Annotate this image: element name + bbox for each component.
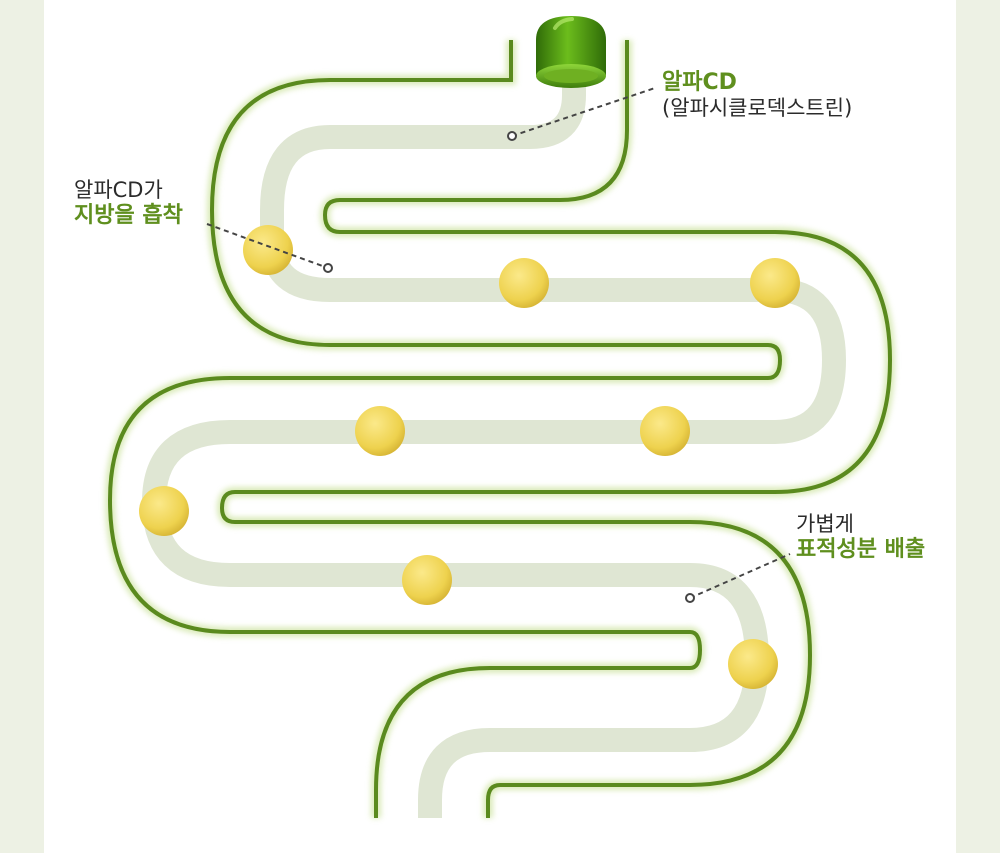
- fat-balls: [139, 225, 800, 689]
- absorb-line1: 알파CD가: [74, 178, 163, 202]
- fat-ball: [402, 555, 452, 605]
- excrete-line2: 표적성분 배출: [796, 537, 926, 563]
- alpha-cd-label: 알파CD (알파시클로덱스트린): [662, 70, 852, 122]
- intestine-outer-wall: [107, 40, 783, 818]
- absorb-label: 알파CD가 지방을 흡착: [74, 178, 183, 230]
- alpha-cd-capsule: [536, 16, 606, 88]
- fat-ball: [355, 406, 405, 456]
- excrete-line1: 가볍게: [796, 512, 854, 536]
- leader-lines: [206, 87, 791, 603]
- alpha-cd-title: 알파CD: [662, 70, 737, 95]
- fat-ball: [499, 258, 549, 308]
- alpha-cd-subtitle: (알파시클로덱스트린): [662, 96, 853, 121]
- intestine-inner-wall: [219, 40, 893, 818]
- flow-track: [142, 82, 846, 818]
- fat-ball: [139, 486, 189, 536]
- fat-ball: [750, 258, 800, 308]
- fat-ball: [640, 406, 690, 456]
- absorb-line2: 지방을 흡착: [74, 203, 183, 229]
- fat-ball: [243, 225, 293, 275]
- excrete-label: 가볍게 표적성분 배출: [796, 512, 925, 564]
- fat-ball: [728, 639, 778, 689]
